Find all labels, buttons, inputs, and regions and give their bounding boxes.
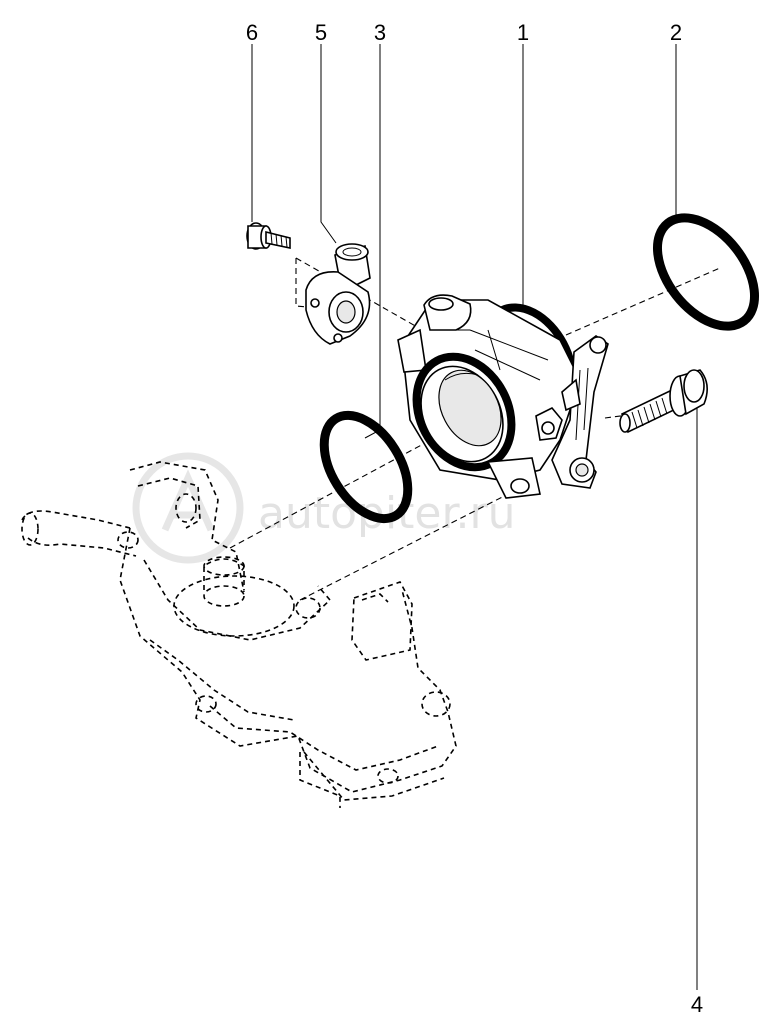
o-ring-part-3 bbox=[319, 410, 413, 524]
bolt-small-part-6 bbox=[246, 222, 291, 250]
callout-4: 4 bbox=[691, 992, 703, 1017]
throttle-sensor-part-5 bbox=[305, 243, 371, 345]
watermark-text: autopiter.ru bbox=[258, 488, 516, 539]
callout-labels: 1 2 3 4 5 6 bbox=[246, 20, 703, 1017]
callout-1: 1 bbox=[517, 20, 529, 45]
throttle-body-part-1 bbox=[397, 294, 609, 499]
bolt-long-part-4 bbox=[619, 369, 708, 434]
intake-manifold-phantom bbox=[21, 461, 457, 808]
callout-3: 3 bbox=[374, 20, 386, 45]
watermark: autopiter.ru bbox=[132, 452, 516, 564]
callout-6: 6 bbox=[246, 20, 258, 45]
callout-2: 2 bbox=[670, 20, 682, 45]
callout-5: 5 bbox=[315, 20, 327, 45]
o-ring-large-part-2 bbox=[652, 213, 760, 331]
